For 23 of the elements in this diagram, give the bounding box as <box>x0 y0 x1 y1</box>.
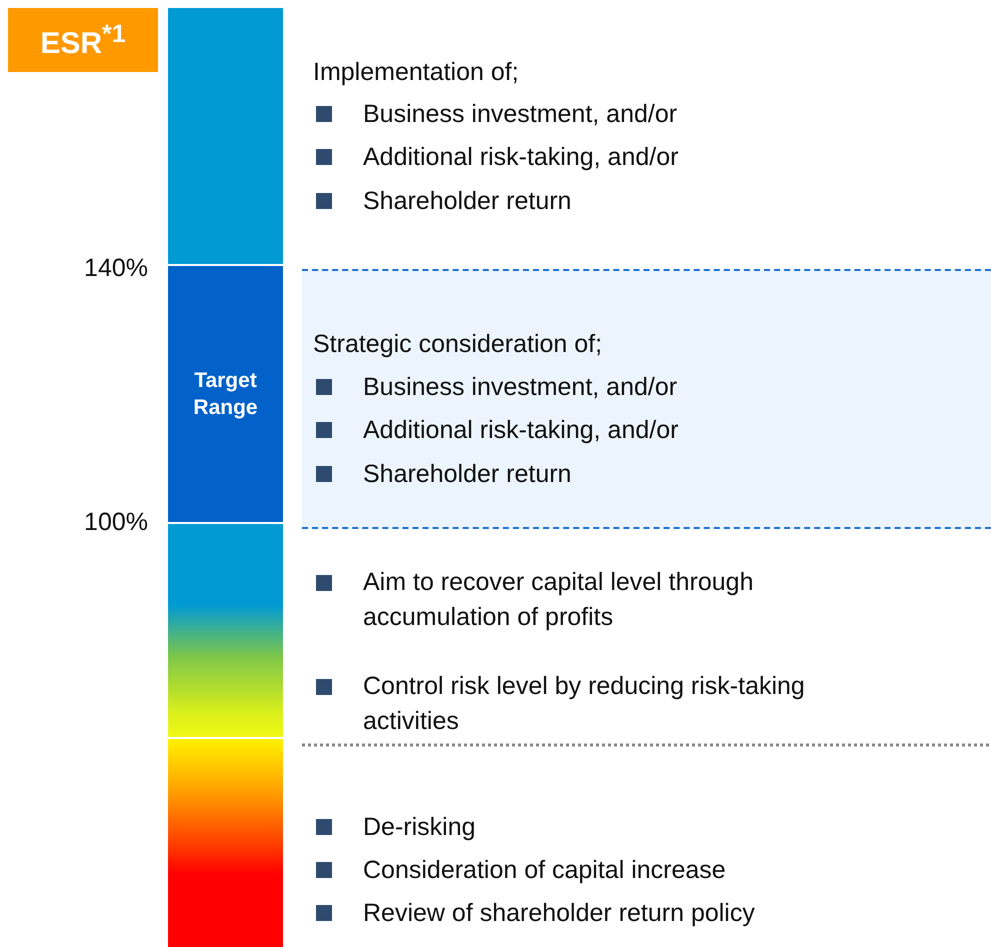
heading-tag <box>8 8 158 72</box>
bullet-text: Shareholder return <box>363 458 572 490</box>
bullet-text: Consideration of capital increase <box>363 854 726 886</box>
bullet-text: Review of shareholder return policy <box>363 898 755 928</box>
bullet-text: Additional risk-taking, and/or <box>363 142 678 172</box>
scale-bar-segment <box>168 8 283 264</box>
axis-tick-label: 140% <box>83 252 148 284</box>
bullet-text: Business investment, and/or <box>363 98 678 130</box>
bullet-text: Shareholder return <box>363 186 572 216</box>
shaded-band <box>302 269 991 529</box>
bullet-text: Additional risk-taking, and/or <box>363 414 678 446</box>
scale-bar-segment <box>168 739 283 947</box>
bullet-text: Business investment, and/or <box>363 372 678 402</box>
bullet-text: Aim to recover capital level through accumulation of profits <box>363 567 754 633</box>
heading-text: Strategic consideration of; <box>313 328 602 360</box>
bullet-text: Control risk level by reducing risk-taking activities <box>363 671 806 737</box>
scale-bar-segment <box>168 524 283 737</box>
heading-text: ESR$^{*1}$ <box>40 20 126 60</box>
axis-tick-label: 100% <box>83 506 148 538</box>
bullet-text: De-risking <box>363 812 476 842</box>
scale-bar-segment <box>168 266 283 522</box>
heading-text: Implementation of; <box>313 56 519 88</box>
range-label: Target Range <box>192 368 259 421</box>
